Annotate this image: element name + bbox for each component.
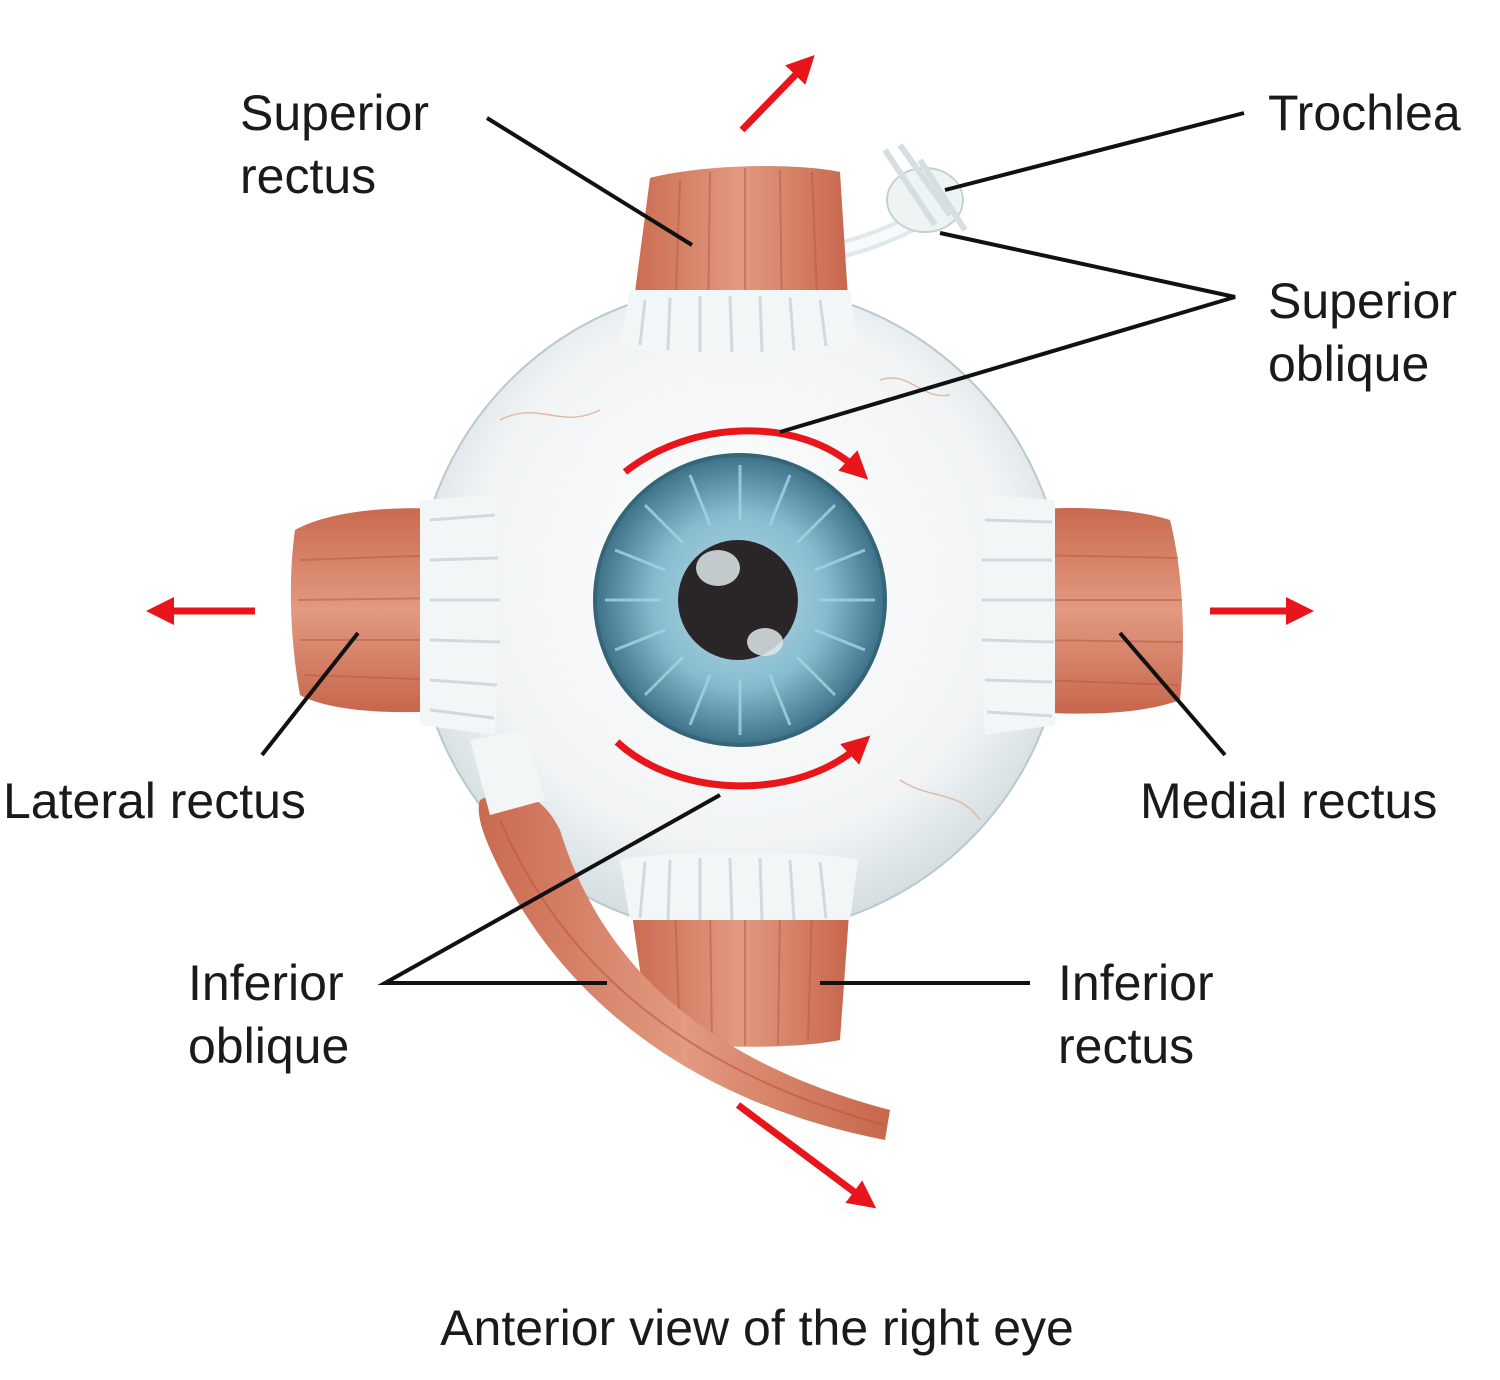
iris xyxy=(593,453,887,747)
superior-oblique-leader xyxy=(779,231,1236,434)
superior-rectus-label: Superior rectus xyxy=(240,85,443,204)
lateral-rectus-label: Lateral rectus xyxy=(3,773,306,829)
trochlea-leader xyxy=(944,111,1245,192)
superior-rectus-pull-arrow xyxy=(739,54,815,133)
lateral-rectus-muscle xyxy=(290,495,501,735)
trochlea-structure xyxy=(882,143,968,233)
medial-rectus-leader xyxy=(1118,631,1227,757)
inferior-oblique-label: Inferior oblique xyxy=(188,955,358,1074)
inferior-oblique-muscle xyxy=(470,730,890,1140)
medial-rectus-label: Medial rectus xyxy=(1140,773,1437,829)
medial-rectus-muscle xyxy=(981,495,1183,735)
inferior-rectus-muscle xyxy=(620,852,858,1047)
inferior-oblique-pull-arrow xyxy=(735,1102,877,1209)
inferior-oblique-leader xyxy=(377,793,721,985)
superior-rectus-leader xyxy=(485,116,694,247)
superior-rectus-muscle xyxy=(620,166,858,357)
superior-oblique-label: Superior oblique xyxy=(1268,273,1471,392)
intorsion-arrow xyxy=(622,427,869,480)
trochlea-label: Trochlea xyxy=(1268,85,1461,141)
diagram-caption: Anterior view of the right eye xyxy=(440,1300,1074,1356)
extorsion-arrow xyxy=(614,735,871,790)
inferior-rectus-label: Inferior rectus xyxy=(1058,955,1228,1074)
lateral-rectus-leader xyxy=(260,631,360,757)
